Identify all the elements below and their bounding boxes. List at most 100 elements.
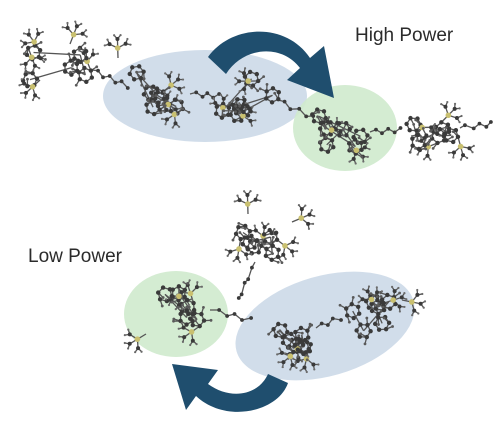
atom [391,325,394,328]
atom [419,138,424,143]
atom [298,348,303,354]
atom [154,94,158,97]
atom [284,257,287,261]
atom [467,146,472,151]
bond [79,54,86,76]
atom [429,128,433,132]
atom [458,121,461,124]
atom [281,252,286,257]
atom [281,365,284,369]
atom [161,296,165,299]
atom [301,351,306,357]
atom [240,104,245,109]
atom [433,125,436,129]
atom [165,101,171,108]
atom [424,139,427,142]
atom [181,325,186,330]
atom [242,97,247,103]
atom [333,127,339,132]
atom [311,119,317,124]
atom [65,25,70,30]
atom [20,78,23,81]
atom [24,69,28,73]
atom [239,292,244,297]
atom [123,341,126,345]
atom [219,93,222,96]
atom [130,65,135,70]
atom [127,332,132,337]
atom [258,87,262,91]
atom [180,321,183,325]
atom [250,252,253,256]
atom [154,86,160,91]
atom [339,318,343,322]
atom [261,232,267,237]
atom [32,63,37,68]
atom [368,296,375,303]
atom [123,333,126,337]
atom [273,91,277,95]
atom [276,90,281,95]
atom [176,94,179,97]
atom [373,306,379,311]
atom [380,290,384,293]
atom [181,340,185,344]
atom [176,298,181,303]
atom [156,100,161,106]
atom [346,141,352,146]
atom [270,243,275,249]
atom [347,126,353,132]
atom [101,75,105,80]
atom [321,109,327,114]
atom [187,290,194,297]
atom [387,306,393,311]
atom [457,143,464,150]
atom [232,118,237,124]
atom [236,296,241,300]
atom [451,150,456,155]
atom [267,222,270,225]
atom [421,127,425,130]
atom [228,249,233,254]
atom [24,52,30,57]
atom [351,156,356,161]
atom [74,20,77,23]
atom [270,86,276,91]
atom [22,81,27,86]
atom [365,316,369,320]
low-power-panel [123,189,427,412]
atom [191,300,196,306]
atom [26,77,29,81]
atom [429,158,432,161]
atom [18,84,21,87]
atom [242,280,247,285]
atom [362,139,367,145]
atom [273,333,279,339]
atom [297,106,302,111]
atom [369,308,375,314]
atom [294,336,299,341]
atom [379,297,385,302]
atom [445,122,451,127]
atom [451,130,455,133]
atom [305,328,310,333]
atom [177,327,180,330]
atom [165,93,170,98]
atom [327,115,331,119]
atom [386,320,392,326]
atom [397,286,400,290]
atom [242,71,247,76]
atom [262,75,266,79]
atom [78,59,83,65]
atom [83,48,89,54]
low-power-label: Low Power [28,246,122,267]
atom [343,120,349,126]
atom [365,289,370,294]
atom [350,146,353,150]
atom [321,132,326,137]
atom [107,74,112,78]
atom [225,314,230,318]
atom [409,299,415,305]
atom [381,307,387,313]
atom [176,112,179,116]
